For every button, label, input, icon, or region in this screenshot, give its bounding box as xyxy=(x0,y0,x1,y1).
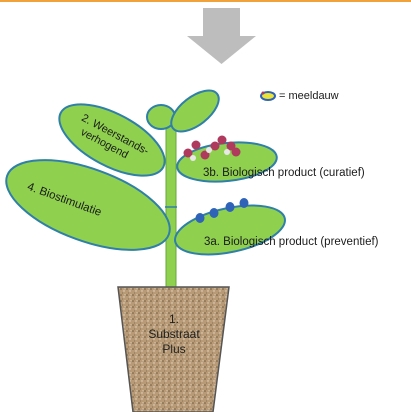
spore xyxy=(195,213,205,223)
plant-stem xyxy=(165,117,177,289)
mildew-icon xyxy=(260,91,276,101)
spore xyxy=(200,150,210,160)
spore xyxy=(224,149,230,155)
legend-text: = meeldauw xyxy=(279,90,339,102)
down-arrow-icon xyxy=(187,8,256,64)
spore xyxy=(190,155,196,161)
spore xyxy=(231,147,241,157)
spore xyxy=(210,141,220,151)
label-substrate: 1. Substraat Plus xyxy=(148,312,200,357)
leaf-biostimulation xyxy=(5,159,171,251)
label-curative: 3b. Biologisch product (curatief) xyxy=(203,167,365,179)
spore xyxy=(217,135,227,145)
spore xyxy=(209,208,219,218)
spore xyxy=(191,140,201,150)
leaf-resistance xyxy=(58,103,166,177)
label-substrate-line-2: Substraat xyxy=(148,327,200,341)
leaf-top-right xyxy=(170,89,220,133)
spore xyxy=(239,198,249,208)
spore xyxy=(226,141,236,151)
spores-preventive xyxy=(195,198,249,223)
label-substrate-line-3: Plus xyxy=(162,342,186,356)
spore xyxy=(183,148,193,158)
pot xyxy=(117,286,230,412)
top-divider-line xyxy=(0,0,411,2)
spores-curative xyxy=(183,135,241,161)
label-preventive: 3a. Biologisch product (preventief) xyxy=(204,236,379,248)
spore xyxy=(225,202,235,212)
label-substrate-line-1: 1. xyxy=(168,312,179,326)
spore xyxy=(206,147,212,153)
